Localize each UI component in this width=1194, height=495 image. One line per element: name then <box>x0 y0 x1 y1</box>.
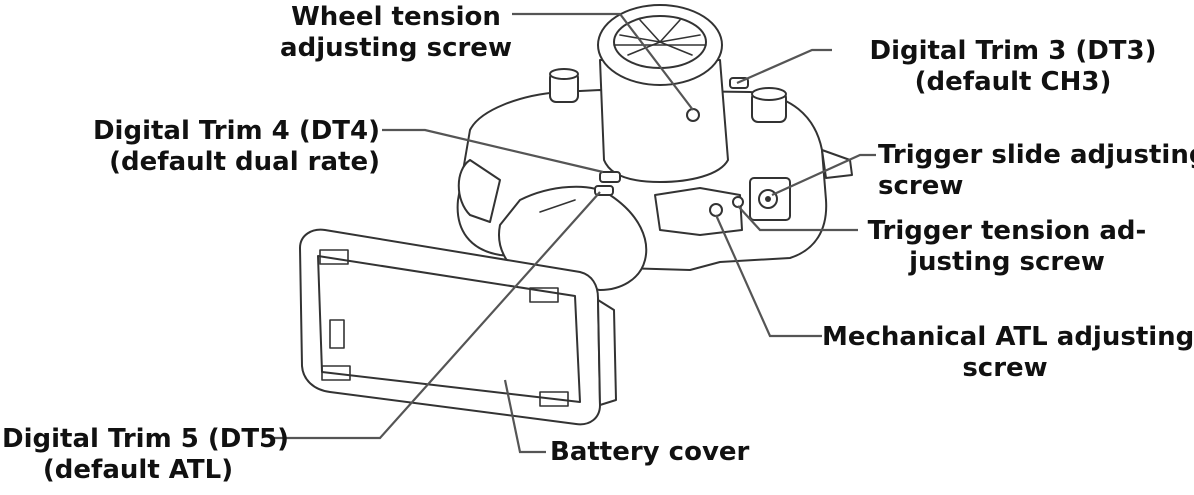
battery-cover-latches <box>319 249 569 407</box>
label-trigger-slide-line1: Trigger slide adjusting <box>878 140 1194 170</box>
label-mechanical-atl: Mechanical ATL adjusting screw <box>822 322 1194 384</box>
body-right-nub <box>821 149 853 179</box>
leader-battery-cover <box>503 379 546 454</box>
label-dt3: Digital Trim 3 (DT3) (default CH3) <box>838 36 1188 98</box>
body-left-side <box>457 159 501 223</box>
trigger <box>654 187 743 236</box>
leader-dt5 <box>270 191 601 440</box>
label-trigger-tension-line2: justing screw <box>909 247 1105 277</box>
dt4-switch <box>599 171 621 183</box>
label-dt4: Digital Trim 4 (DT4) (default dual rate) <box>90 116 380 178</box>
trigger-tension-screw <box>732 196 744 208</box>
label-mechanical-atl-line2: screw <box>962 353 1048 383</box>
trigger-slide-screw-center <box>765 196 771 202</box>
wheel-tower <box>599 59 729 183</box>
battery-cover-inner <box>317 255 581 403</box>
label-dt5: Digital Trim 5 (DT5) (default ATL) <box>2 424 290 486</box>
label-trigger-tension: Trigger tension ad- justing screw <box>858 216 1156 278</box>
label-trigger-slide: Trigger slide adjusting screw <box>878 140 1194 202</box>
grip-detail <box>539 199 576 213</box>
leader-lines <box>270 12 876 454</box>
label-dt4-line2: (default dual rate) <box>109 147 380 177</box>
leader-dt3 <box>736 48 832 85</box>
label-trigger-slide-line2: screw <box>878 171 964 201</box>
label-dt5-line1: Digital Trim 5 (DT5) <box>2 424 290 454</box>
leader-trigger-tension <box>737 205 858 232</box>
label-dt3-line2: (default CH3) <box>914 67 1112 97</box>
leader-wheel-tension <box>512 12 694 111</box>
leader-trigger-slide <box>771 153 876 197</box>
label-battery-cover: Battery cover <box>550 437 760 468</box>
leader-mechanical-atl <box>714 214 822 338</box>
label-wheel-tension-line1: Wheel tension <box>291 2 501 32</box>
label-dt3-line1: Digital Trim 3 (DT3) <box>869 36 1157 66</box>
label-mechanical-atl-line1: Mechanical ATL adjusting <box>822 322 1194 352</box>
battery-cover-side <box>597 299 617 406</box>
leader-dt4 <box>382 128 604 174</box>
right-knob-top <box>751 87 787 101</box>
label-wheel-tension-line2: adjusting screw <box>280 33 512 63</box>
label-wheel-tension: Wheel tension adjusting screw <box>280 2 512 64</box>
label-dt4-line1: Digital Trim 4 (DT4) <box>92 116 380 146</box>
label-battery-cover-line1: Battery cover <box>550 437 750 467</box>
label-dt5-line2: (default ATL) <box>42 455 234 485</box>
mechanical-atl-screw <box>709 203 723 217</box>
label-trigger-tension-line1: Trigger tension ad- <box>867 216 1147 246</box>
left-knob-top <box>549 68 579 80</box>
steering-wheel-spokes <box>613 19 707 56</box>
wheel-tension-screw <box>686 108 700 122</box>
